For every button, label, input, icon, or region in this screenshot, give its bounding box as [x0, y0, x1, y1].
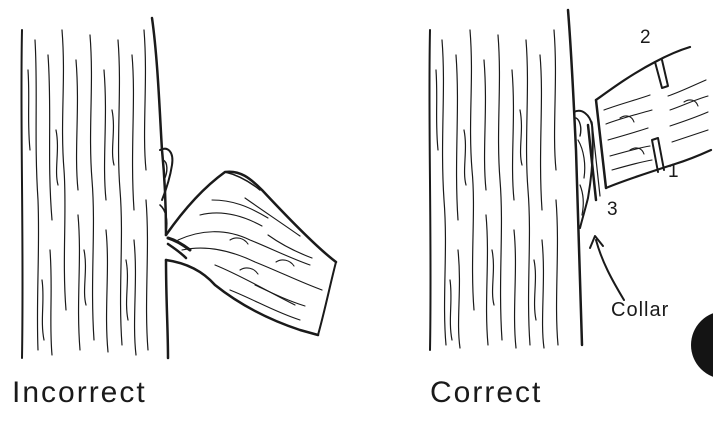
correct-trunk	[429, 10, 600, 350]
cut-number-3: 3	[607, 200, 618, 219]
incorrect-branch	[166, 172, 336, 335]
collar-arrow	[590, 236, 624, 300]
page-badge	[691, 311, 713, 379]
caption-incorrect: Incorrect	[12, 378, 147, 408]
incorrect-trunk	[21, 18, 172, 358]
correct-removed-branch	[596, 47, 711, 188]
cut-number-2: 2	[640, 28, 651, 47]
collar-label: Collar	[611, 300, 669, 320]
caption-correct: Correct	[430, 378, 542, 408]
cut-number-1: 1	[668, 162, 679, 181]
